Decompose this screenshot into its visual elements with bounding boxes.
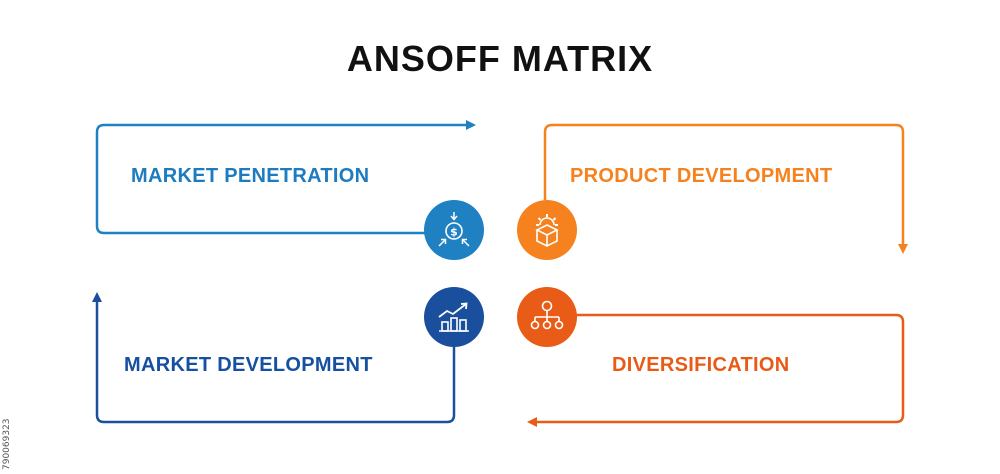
page-title: ANSOFF MATRIX	[346, 38, 654, 79]
market-penetration-arrowhead	[466, 120, 476, 130]
diversification-arrowhead	[527, 417, 537, 427]
growth-chart-icon	[438, 302, 469, 332]
diversification-frame	[535, 313, 905, 424]
product-development-badge	[517, 200, 577, 260]
diversification-badge	[517, 287, 577, 347]
market-development-badge	[424, 287, 484, 347]
market-penetration-badge: $	[424, 200, 484, 260]
hierarchy-icon	[530, 300, 564, 330]
dollar-convergence-icon: $	[438, 212, 470, 247]
gear-box-icon	[535, 214, 559, 247]
stock-id-text: 790069323	[2, 418, 12, 470]
product-development-arrowhead	[898, 244, 908, 254]
market-development-arrowhead	[92, 292, 102, 302]
diversification-label: DIVERSIFICATION	[612, 354, 790, 376]
market-penetration-label: MARKET PENETRATION	[131, 165, 370, 187]
market-penetration-frame	[95, 123, 468, 235]
product-development-frame	[543, 123, 905, 246]
svg-text:$: $	[450, 226, 458, 239]
market-development-label: MARKET DEVELOPMENT	[124, 354, 373, 376]
market-development-frame	[95, 300, 456, 424]
product-development-label: PRODUCT DEVELOPMENT	[570, 165, 833, 187]
